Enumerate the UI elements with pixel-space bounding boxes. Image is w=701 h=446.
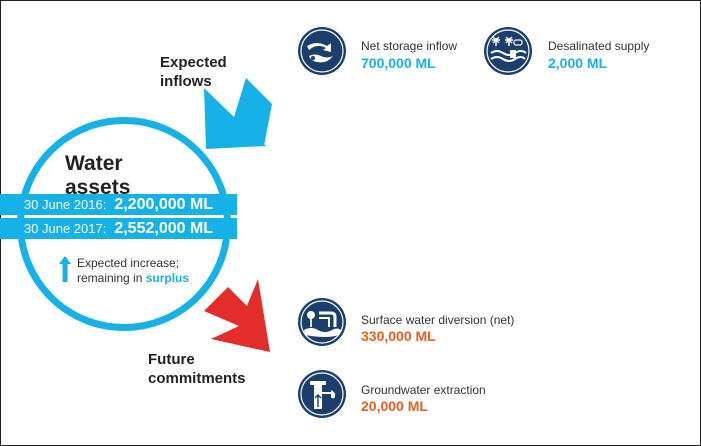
surface-diversion-icon (298, 298, 346, 346)
future-commitments-line1: Future (148, 351, 195, 368)
asset-value: 2,200,000 ML (114, 195, 214, 213)
groundwater-icon (298, 370, 346, 418)
commitment-title: Groundwater extraction (361, 383, 486, 397)
increase-note-line1: Expected increase; (77, 256, 180, 270)
inflow-title: Net storage inflow (361, 39, 458, 53)
inflow-value: 2,000 ML (548, 55, 608, 71)
inflow-title: Desalinated supply (548, 39, 650, 53)
future-commitments-line2: commitments (148, 370, 246, 387)
inflow-value: 700,000 ML (361, 55, 436, 71)
asset-date: 30 June 2016: (23, 197, 107, 212)
asset-row-2016: 30 June 2016: 2,200,000 ML (0, 194, 237, 215)
increase-note: Expected increase; remaining in surplus (77, 256, 189, 286)
commitment-title: Surface water diversion (net) (361, 313, 515, 327)
asset-row-2017: 30 June 2017: 2,552,000 ML (0, 218, 237, 239)
increase-note-line2: remaining in surplus (77, 271, 189, 286)
expected-inflows-label: Expected inflows (160, 53, 227, 91)
future-commitments-label: Future commitments (148, 350, 246, 388)
asset-value: 2,552,000 ML (114, 219, 214, 237)
increase-note-prefix: remaining in (77, 271, 146, 285)
expected-inflows-line2: inflows (160, 73, 212, 90)
desalination-icon (484, 27, 532, 75)
up-arrow-icon (59, 256, 71, 282)
expected-inflows-line1: Expected (160, 54, 227, 71)
surplus-highlight: surplus (145, 271, 190, 285)
commitment-value: 20,000 ML (361, 398, 428, 414)
storage-inflow-icon (298, 27, 346, 75)
commitment-value: 330,000 ML (361, 328, 436, 344)
asset-date: 30 June 2017: (23, 221, 107, 236)
water-assets-title: Water assets (65, 152, 131, 199)
